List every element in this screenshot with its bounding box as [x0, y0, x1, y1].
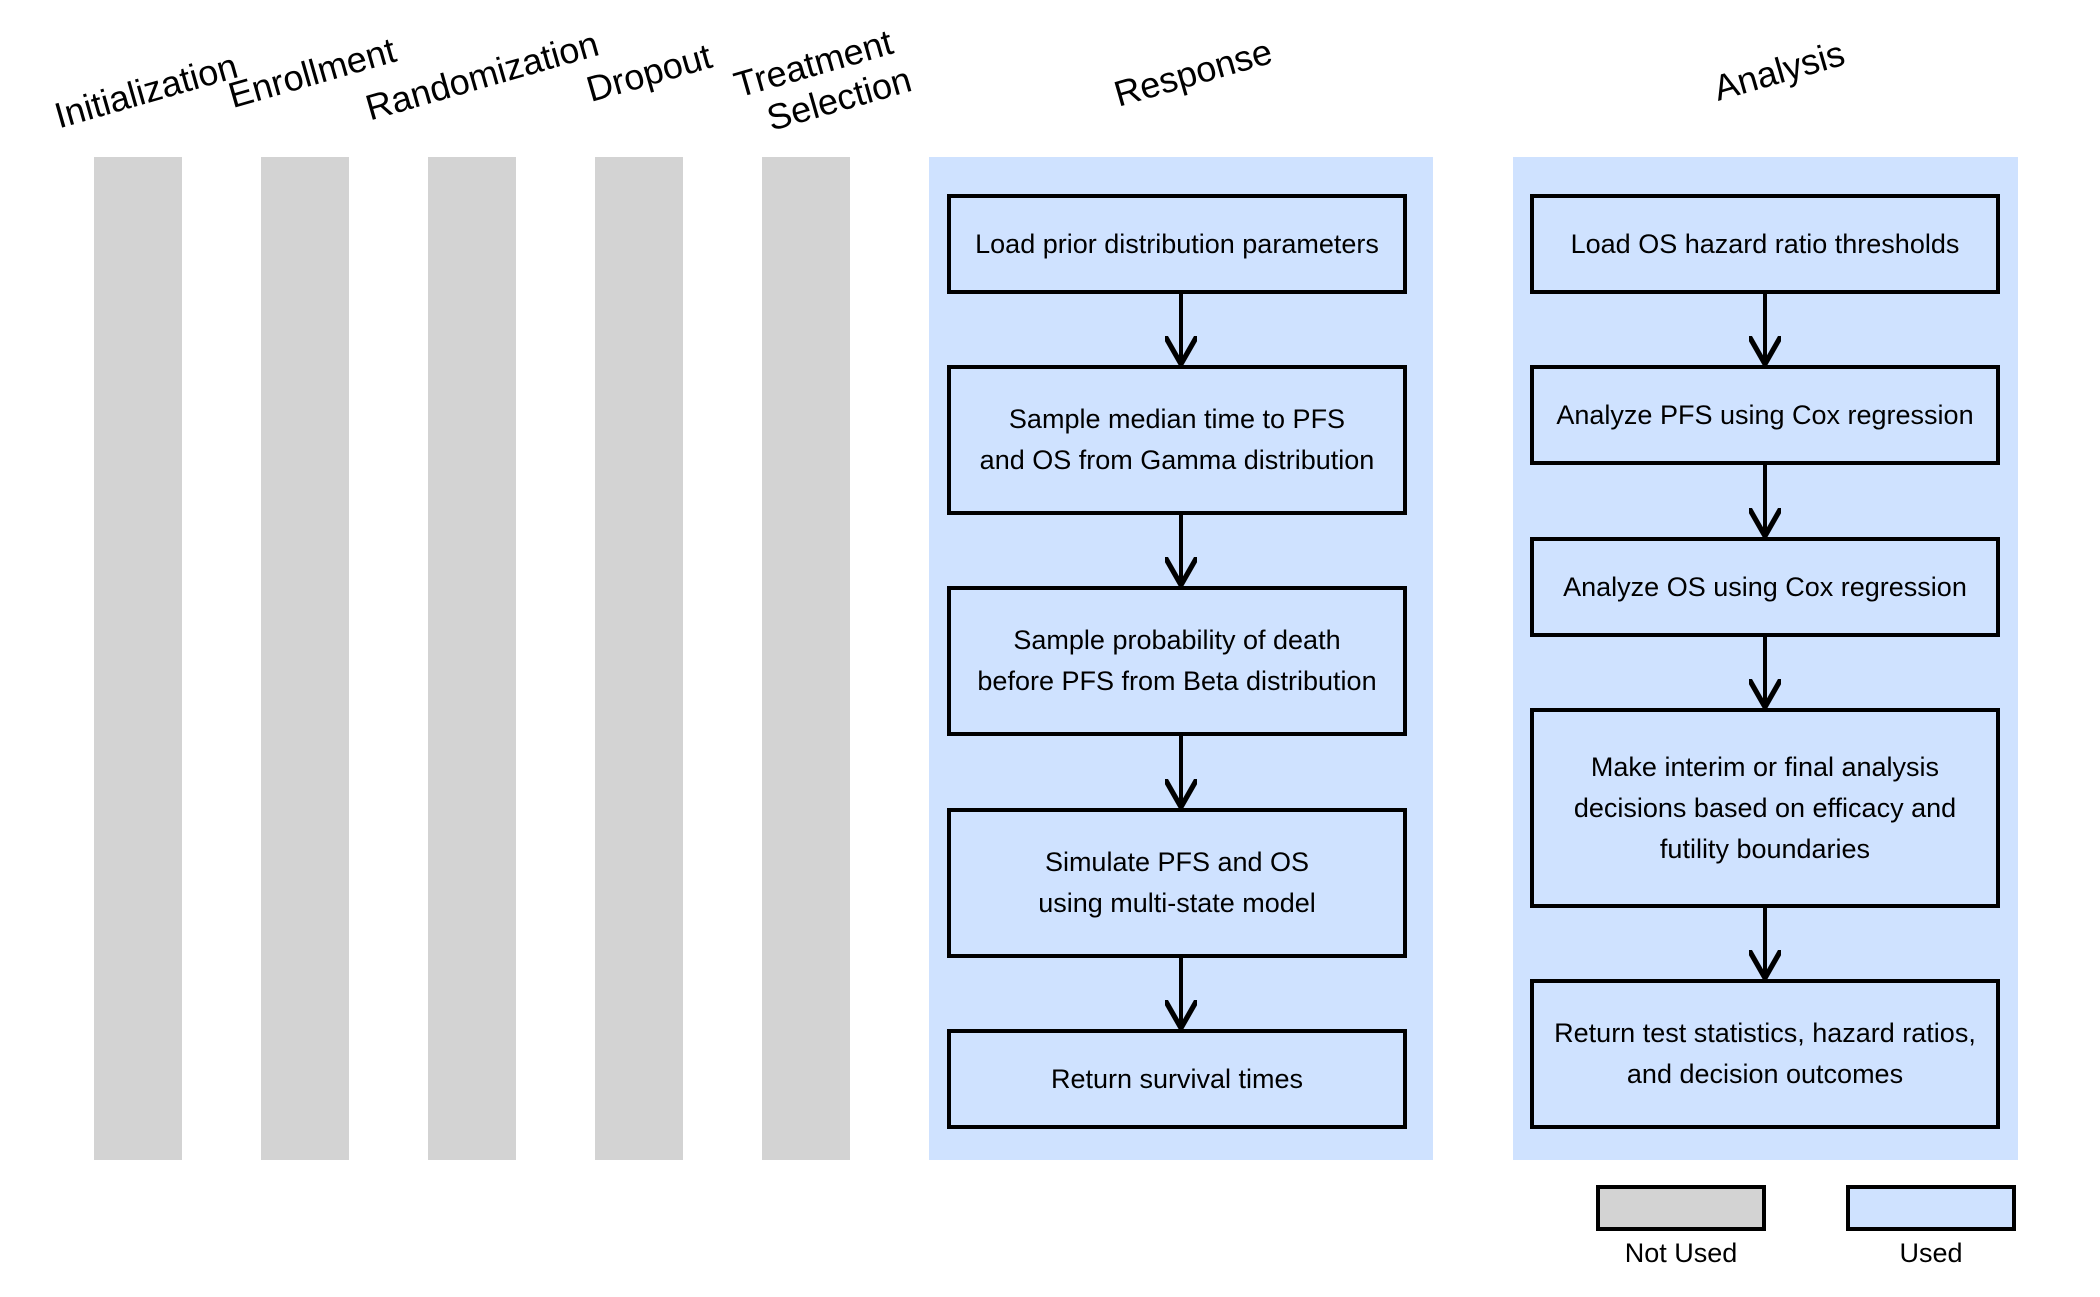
response-step-1-text: Load prior distribution parameters — [975, 228, 1379, 259]
response-step-4-line2: using multi-state model — [1038, 888, 1316, 918]
analysis-step-decisions: Make interim or final analysis decisions… — [1530, 708, 2000, 908]
header-randomization: Randomization — [360, 22, 604, 129]
lane-randomization — [428, 157, 516, 1160]
analysis-step-3-text: Analyze OS using Cox regression — [1563, 571, 1967, 602]
header-response: Response — [1109, 30, 1277, 115]
legend-label-not-used: Not Used — [1624, 1238, 1738, 1268]
legend-swatch-used — [1846, 1185, 2016, 1231]
response-step-return-survival: Return survival times — [947, 1029, 1407, 1129]
analysis-step-load-thresholds: Load OS hazard ratio thresholds — [1530, 194, 2000, 294]
header-analysis: Analysis — [1708, 32, 1850, 109]
lane-enrollment — [261, 157, 349, 1160]
response-step-load-prior: Load prior distribution parameters — [947, 194, 1407, 294]
analysis-step-5-line1: Return test statistics, hazard ratios, — [1554, 1018, 1976, 1048]
legend-swatch-not-used — [1596, 1185, 1766, 1231]
response-step-2-line2: and OS from Gamma distribution — [979, 445, 1375, 475]
analysis-step-return-statistics: Return test statistics, hazard ratios, a… — [1530, 979, 2000, 1129]
lane-initialization — [94, 157, 182, 1160]
response-step-4-line1: Simulate PFS and OS — [1044, 847, 1310, 877]
header-treatment-selection: Treatment Selection — [722, 19, 916, 148]
response-step-sample-median: Sample median time to PFS and OS from Ga… — [947, 365, 1407, 515]
legend-label-used: Used — [1899, 1238, 1963, 1268]
lane-analysis: Load OS hazard ratio thresholds Analyze … — [1513, 157, 2018, 1160]
header-dropout: Dropout — [581, 35, 717, 110]
response-step-simulate: Simulate PFS and OS using multi-state mo… — [947, 808, 1407, 958]
lane-response: Load prior distribution parameters Sampl… — [929, 157, 1433, 1160]
response-step-5-text: Return survival times — [1050, 1063, 1304, 1094]
lane-dropout — [595, 157, 683, 1160]
lane-treatment-selection — [762, 157, 850, 1160]
analysis-step-5-line2: and decision outcomes — [1626, 1059, 1904, 1089]
analysis-step-1-text: Load OS hazard ratio thresholds — [1570, 228, 1960, 259]
response-step-sample-probability: Sample probability of death before PFS f… — [947, 586, 1407, 736]
analysis-step-4-line1: Make interim or final analysis — [1590, 751, 1940, 782]
response-step-3-line1: Sample probability of death — [1013, 625, 1341, 655]
analysis-step-analyze-pfs: Analyze PFS using Cox regression — [1530, 365, 2000, 465]
response-step-3-line2: before PFS from Beta distribution — [977, 666, 1377, 696]
analysis-step-2-text: Analyze PFS using Cox regression — [1556, 399, 1974, 430]
analysis-step-4-line3: futility boundaries — [1659, 833, 1871, 864]
analysis-step-analyze-os: Analyze OS using Cox regression — [1530, 537, 2000, 637]
header-initialization: Initialization — [49, 44, 243, 137]
analysis-step-4-line2: decisions based on efficacy and — [1573, 792, 1957, 823]
response-step-2-line1: Sample median time to PFS — [1008, 404, 1346, 434]
